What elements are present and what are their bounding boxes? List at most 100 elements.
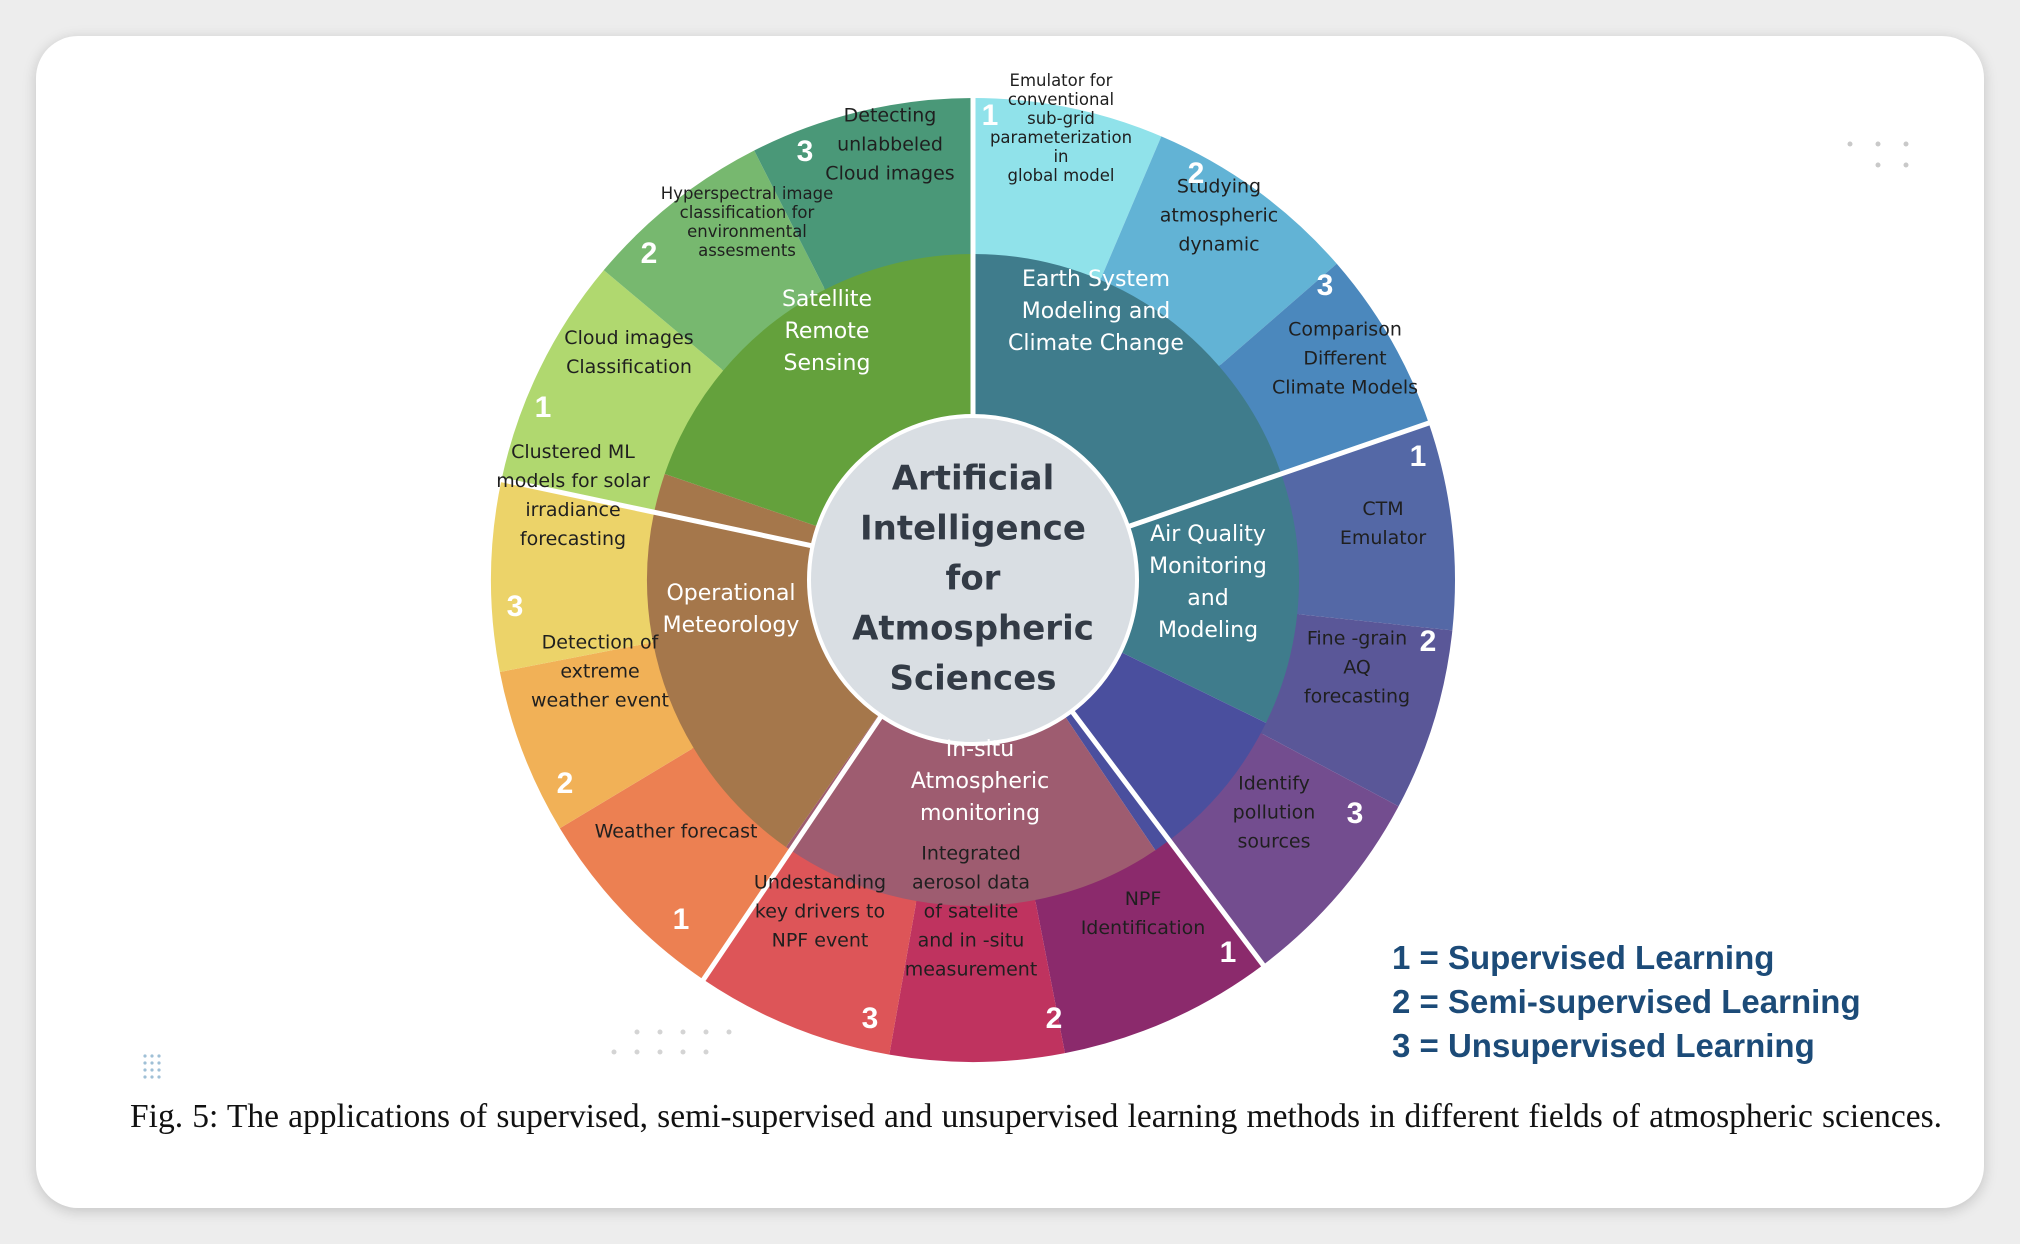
outer-label-satrs-3-line: Detecting [844, 105, 937, 127]
outer-label-insitu-2: Integrated aerosol data of satelite and in … [905, 843, 1038, 981]
outer-label-insitu-2-line: of satelite [924, 901, 1019, 923]
inner-label-esm-line: Climate Change [1008, 331, 1184, 356]
figure-caption: Fig. 5: The applications of supervised, … [130, 1098, 1942, 1135]
legend-item: 1 = Supervised Learning [1392, 939, 1774, 976]
sector-divider-3 [1069, 709, 1268, 970]
inner-label-insitu-line: Atmospheric [911, 769, 1049, 794]
inner-sector-esm [973, 252, 1301, 724]
inner-sector-aq [1062, 650, 1268, 852]
inner-sector-insitu [784, 711, 1157, 908]
inner-sector-satrs [662, 252, 973, 528]
outer-segment-aq-1 [1281, 423, 1455, 631]
outer-label-esm-2-line: Studying [1177, 176, 1261, 198]
decorative-dots-top-right [1847, 141, 1909, 168]
inner-label-esm-line: Earth System [1022, 267, 1170, 292]
outer-label-satrs-3-line: Cloud images [825, 163, 954, 185]
inner-label-opmet-line: Operational [666, 581, 795, 606]
decorative-dots-bottom [611, 1029, 732, 1055]
outer-label-satrs-2-line: Hyperspectral image [661, 184, 833, 203]
segment-number-aq-2: 2 [1420, 625, 1437, 658]
outer-label-aq-3-line: Identify [1238, 773, 1310, 795]
outer-label-esm-2-line: atmospheric [1160, 205, 1278, 227]
legend-number: 2 [1392, 983, 1410, 1020]
center-title-line: Atmospheric [852, 609, 1094, 649]
segment-number-satrs-2: 2 [641, 237, 658, 270]
outer-label-opmet-3-line: forecasting [520, 528, 626, 550]
center-title-line: Artificial [892, 459, 1055, 499]
legend-equals: = [1410, 1027, 1448, 1064]
segment-number-opmet-2: 2 [557, 767, 574, 800]
outer-label-esm-1-line: parameterization [990, 128, 1132, 147]
outer-label-insitu-2-line: aerosol data [912, 872, 1030, 894]
outer-label-aq-2-line: Fine -grain [1307, 628, 1407, 650]
outer-segment-satrs-3 [754, 98, 973, 290]
outer-label-aq-3-line: pollution [1233, 802, 1316, 824]
inner-label-satrs-line: Remote [785, 319, 870, 344]
outer-label-satrs-1-line: Classification [566, 356, 692, 378]
legend-equals: = [1410, 939, 1448, 976]
outer-label-esm-1-line: sub-grid [1027, 109, 1095, 128]
outer-label-insitu-3-line: key drivers to [755, 901, 885, 923]
center-title-line: for [946, 559, 1001, 599]
segment-number-opmet-1: 1 [673, 903, 690, 936]
segment-number-opmet-3: 3 [507, 590, 524, 623]
outer-label-insitu-2-line: and in -situ [918, 930, 1025, 952]
sector-divider-4 [699, 714, 884, 985]
outer-segment-aq-3 [1169, 733, 1399, 965]
outer-label-opmet-3-line: Clustered ML [511, 441, 635, 463]
outer-segment-opmet-1 [559, 747, 791, 980]
inner-label-insitu-line: In-situ [946, 737, 1015, 762]
segment-number-insitu-2: 2 [1046, 1002, 1063, 1035]
outer-segment-opmet-2 [499, 642, 694, 829]
outer-segment-esm-1 [973, 98, 1162, 280]
outer-label-opmet-2-line: weather event [531, 690, 669, 712]
outer-label-insitu-2-line: measurement [905, 959, 1038, 981]
segment-number-esm-1: 1 [982, 99, 999, 132]
legend-item: 2 = Semi-supervised Learning [1392, 983, 1861, 1020]
segment-number-aq-1: 1 [1410, 440, 1427, 473]
legend-number: 1 [1392, 939, 1410, 976]
outer-segment-insitu-2 [889, 900, 1065, 1062]
outer-segment-esm-3 [1219, 263, 1429, 474]
outer-segment-satrs-2 [603, 150, 825, 371]
legend-text: Semi-supervised Learning [1448, 983, 1861, 1020]
decorative-dots-bottom-left [143, 1054, 161, 1079]
inner-label-aq-line: Air Quality [1150, 522, 1266, 547]
outer-segment-opmet-3 [491, 479, 655, 672]
outer-label-aq-2-line: AQ [1343, 657, 1371, 679]
inner-label-satrs-line: Sensing [784, 351, 871, 376]
outer-label-insitu-2-line: Integrated [921, 843, 1021, 865]
inner-label-aq-line: Monitoring [1149, 554, 1267, 579]
outer-segment-satrs-1 [501, 270, 724, 513]
legend: 1 = Supervised Learning 2 = Semi-supervis… [1392, 939, 1861, 1064]
center-title-line: Sciences [889, 659, 1056, 699]
legend-item: 3 = Unsupervised Learning [1392, 1027, 1815, 1064]
segment-number-satrs-1: 1 [535, 391, 552, 424]
inner-label-insitu-line: monitoring [920, 801, 1040, 826]
outer-label-opmet-1-line: Weather forecast [595, 821, 758, 843]
outer-label-esm-3-line: Climate Models [1272, 377, 1418, 399]
outer-label-esm-3-line: Comparison [1288, 319, 1402, 341]
inner-label-aq-line: Modeling [1158, 618, 1258, 643]
outer-label-esm-1-line: conventional [1008, 90, 1114, 109]
segment-number-esm-3: 3 [1317, 269, 1334, 302]
outer-label-opmet-1: Weather forecast [595, 821, 758, 843]
legend-number: 3 [1392, 1027, 1410, 1064]
outer-segment-insitu-1 [1035, 840, 1264, 1054]
outer-label-aq-2-line: forecasting [1304, 686, 1410, 708]
segment-number-insitu-1: 1 [1220, 936, 1237, 969]
outer-label-insitu-1-line: NPF [1125, 888, 1162, 910]
